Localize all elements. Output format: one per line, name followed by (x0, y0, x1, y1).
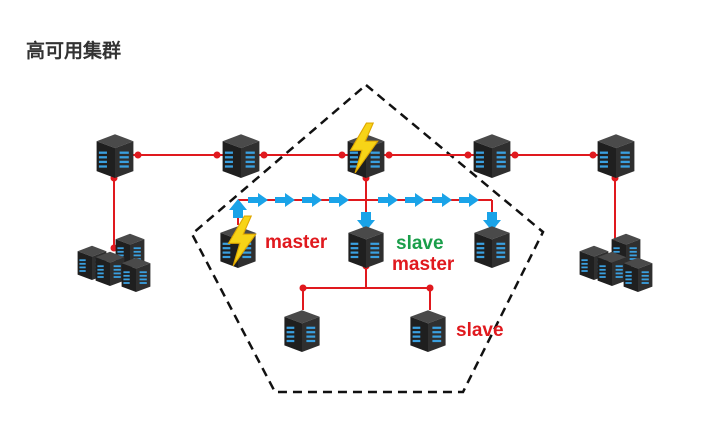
server-top-1 (96, 134, 134, 178)
cluster-boundary (190, 83, 545, 394)
sync-arrows (229, 193, 501, 231)
label-master-center: master (392, 254, 455, 275)
server-bottom-left (284, 310, 320, 352)
label-slave-bottom: slave (456, 320, 504, 341)
server-top-5 (597, 134, 635, 178)
server-slave-right (474, 226, 510, 268)
label-slave-center: slave (396, 233, 444, 254)
server-new-master (348, 226, 384, 268)
label-master-left: master (265, 232, 328, 253)
server-bottom-right (410, 310, 446, 352)
server-top-4 (473, 134, 511, 178)
link-nodes (110, 151, 619, 292)
server-cluster-right (579, 233, 653, 292)
diagram-title: 高可用集群 (26, 40, 122, 62)
server-top-2 (222, 134, 260, 178)
